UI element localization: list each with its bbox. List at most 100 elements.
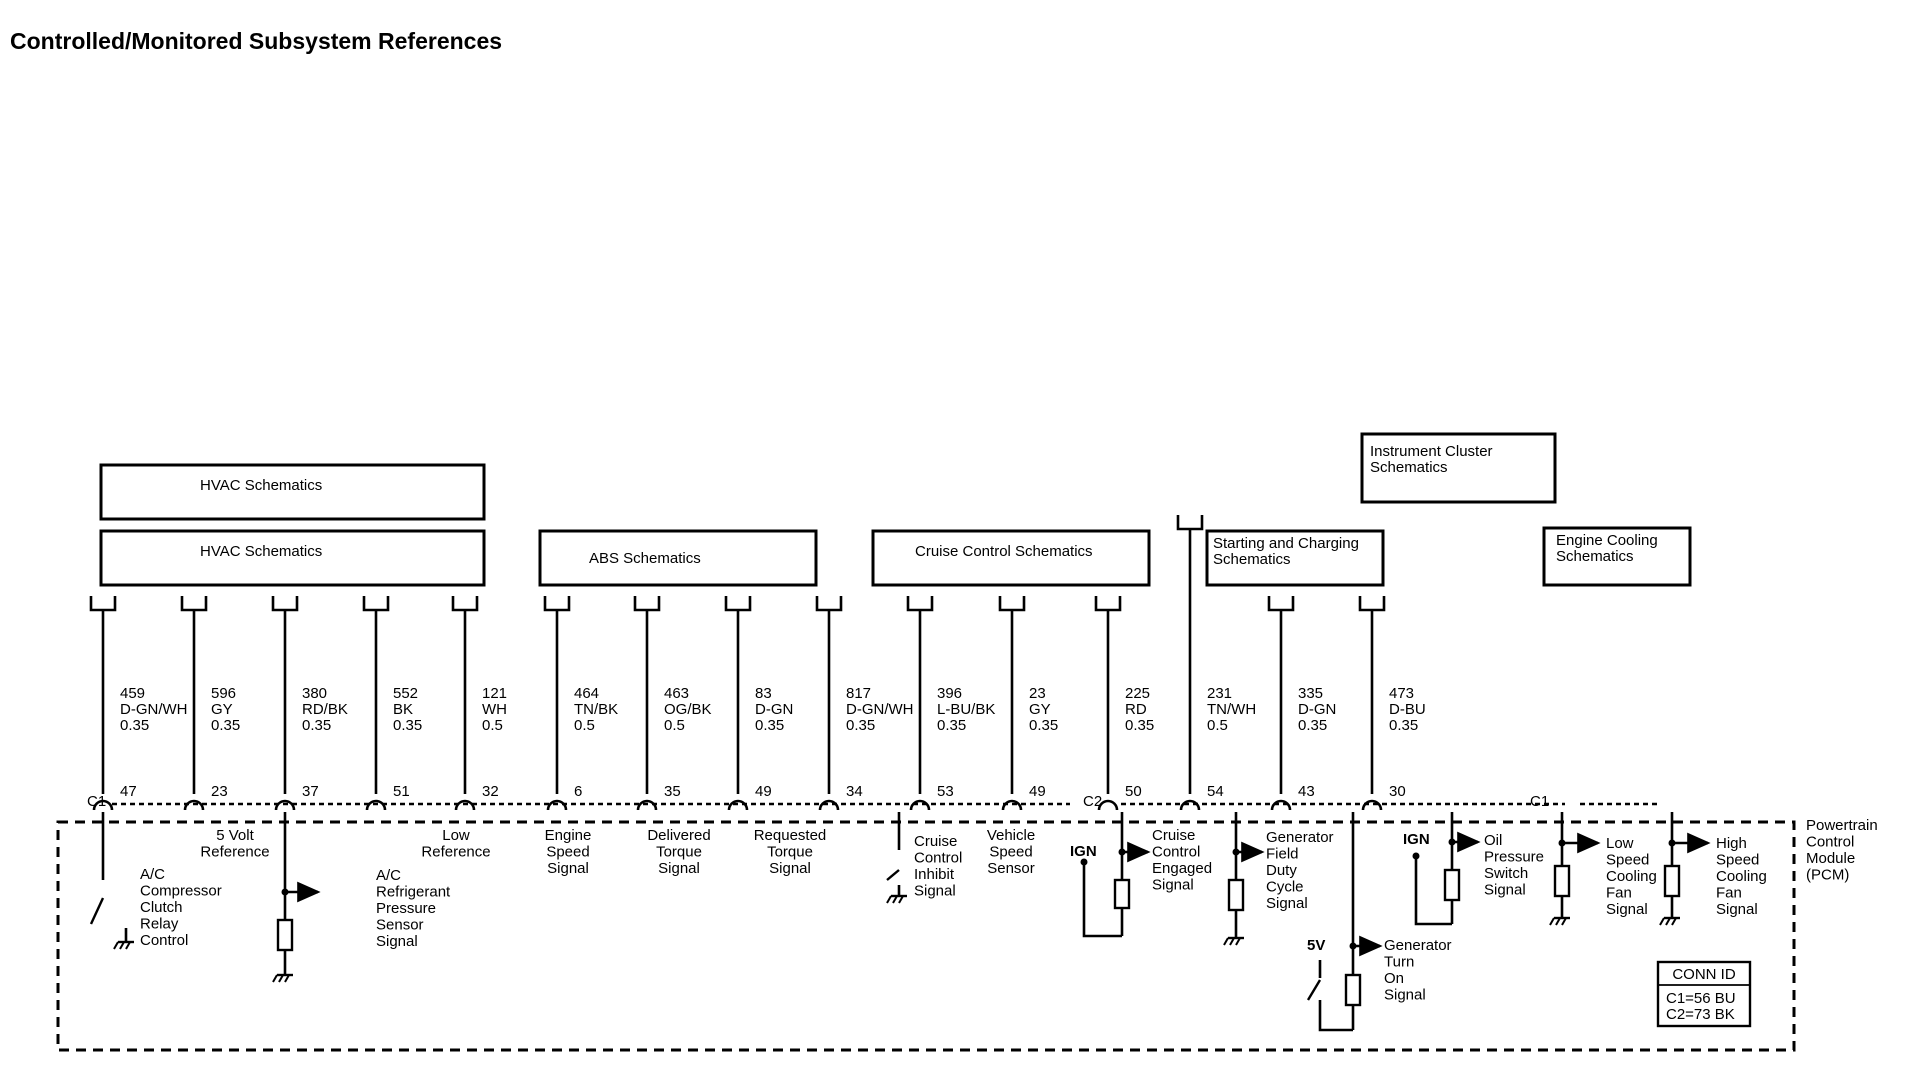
conn-id-line: C1=56 BU <box>1666 990 1736 1007</box>
function-label: Delivered <box>647 827 710 844</box>
starting-charging-schematics-box-label: Starting and Charging <box>1213 535 1359 552</box>
wire-gauge: 0.5 <box>664 717 685 734</box>
ground-symbol <box>1229 937 1235 946</box>
terminal-bracket <box>998 596 1026 612</box>
connector-terminal <box>546 799 568 811</box>
function-label: Control <box>1152 844 1200 861</box>
hvac-schematics-box-top-label: HVAC Schematics <box>200 477 322 494</box>
wire-gauge: 0.35 <box>1029 717 1058 734</box>
instrument-cluster-schematics-box-label: Instrument Cluster <box>1370 443 1493 460</box>
switch-symbol <box>89 897 105 925</box>
wire-gauge: 0.35 <box>120 717 149 734</box>
function-label: Cruise <box>1152 827 1195 844</box>
circuit-number: 596 <box>211 685 236 702</box>
function-label: Fan <box>1716 885 1742 902</box>
function-label: Engaged <box>1152 860 1212 877</box>
function-label: Generator <box>1384 937 1452 954</box>
wire-gauge: 0.35 <box>211 717 240 734</box>
terminal-bracket <box>180 596 208 612</box>
ground-symbol <box>125 941 131 950</box>
circuit-number: 552 <box>393 685 418 702</box>
hvac-schematics-box-top <box>99 463 486 521</box>
resistor-symbol <box>1113 878 1131 910</box>
pin-number: 35 <box>664 783 681 800</box>
function-label: Engine <box>545 827 592 844</box>
function-label: Signal <box>376 933 418 950</box>
pin-number: 51 <box>393 783 410 800</box>
wire-gauge: 0.35 <box>846 717 875 734</box>
function-label: Pressure <box>1484 849 1544 866</box>
pin-number: 43 <box>1298 783 1315 800</box>
circuit-number: 231 <box>1207 685 1232 702</box>
engine-cooling-schematics-box <box>1542 526 1692 587</box>
ign-label: IGN <box>1070 843 1097 860</box>
wire-color: L-BU/BK <box>937 701 995 718</box>
function-label: 5 Volt <box>216 827 254 844</box>
resistor-symbol <box>1227 878 1245 912</box>
circuit-number: 335 <box>1298 685 1323 702</box>
instrument-cluster-schematics-box <box>1360 432 1557 504</box>
function-label: Speed <box>546 844 589 861</box>
function-label: Torque <box>767 844 813 861</box>
terminal-bracket <box>906 596 934 612</box>
pcm-internal-circuits <box>89 812 1711 1032</box>
pcm-label: Module <box>1806 850 1855 867</box>
connector-terminal <box>727 799 749 811</box>
resistor-symbol <box>276 918 294 952</box>
function-label: Generator <box>1266 829 1334 846</box>
switch-symbol <box>1306 979 1322 1001</box>
abs-schematics-box <box>538 529 818 587</box>
pin-number: 50 <box>1125 783 1142 800</box>
function-label: Speed <box>1716 852 1759 869</box>
ground-symbol <box>1555 917 1561 926</box>
function-label: Cooling <box>1716 868 1767 885</box>
connector-terminal <box>1270 799 1292 811</box>
pin-number: 6 <box>574 783 582 800</box>
wire-color: D-GN/WH <box>120 701 188 718</box>
wire-color: RD <box>1125 701 1147 718</box>
hvac-schematics-box <box>99 529 486 587</box>
ground-symbol <box>1665 917 1671 926</box>
function-label: Signal <box>1384 987 1426 1004</box>
terminal-bracket <box>1094 596 1122 612</box>
connector-terminal <box>274 799 296 811</box>
junction-dot <box>1118 848 1126 856</box>
junction-dot <box>1448 838 1456 846</box>
function-label: Signal <box>547 860 589 877</box>
function-label: Low <box>1606 835 1634 852</box>
pcm-label: Control <box>1806 834 1854 851</box>
pin-number: 23 <box>211 783 228 800</box>
abs-schematics-box-label: ABS Schematics <box>589 550 701 567</box>
wire-line <box>1414 858 1452 926</box>
pcm-label: Powertrain <box>1806 817 1878 834</box>
function-label: Sensor <box>987 860 1035 877</box>
ign-label: IGN <box>1403 831 1430 848</box>
connector-terminal <box>365 799 387 811</box>
function-label: Speed <box>989 844 1032 861</box>
connector-terminal <box>454 799 476 811</box>
circuit-number: 464 <box>574 685 599 702</box>
function-label: Signal <box>914 883 956 900</box>
wire-gauge: 0.35 <box>302 717 331 734</box>
function-label: Oil <box>1484 832 1502 849</box>
wire-color: BK <box>393 701 413 718</box>
wire-gauge: 0.5 <box>1207 717 1228 734</box>
ground-symbol <box>886 895 892 904</box>
circuit-number: 396 <box>937 685 962 702</box>
junction-dot <box>1668 839 1676 847</box>
ground-symbol <box>119 941 125 950</box>
circuit-number: 121 <box>482 685 507 702</box>
function-label: Refrigerant <box>376 884 451 901</box>
pin-number: 49 <box>1029 783 1046 800</box>
pin-number: 30 <box>1389 783 1406 800</box>
function-label: Fan <box>1606 885 1632 902</box>
conn-id-header: CONN ID <box>1672 966 1736 983</box>
function-label: Signal <box>1152 877 1194 894</box>
connector-c1-label: C1 <box>1530 793 1549 810</box>
pin-number: 32 <box>482 783 499 800</box>
function-label: Requested <box>754 827 827 844</box>
connector-terminal <box>1361 799 1383 811</box>
